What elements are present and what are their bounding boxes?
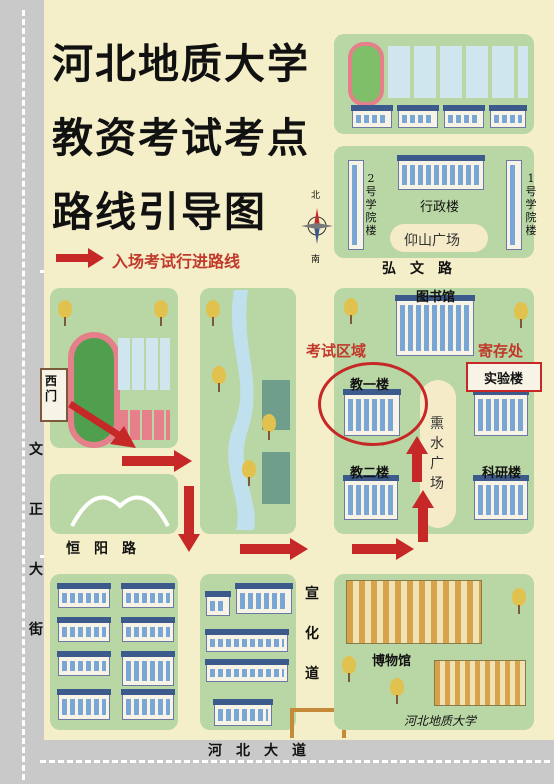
tree-icon xyxy=(206,300,220,326)
teach2-label: 教二楼 xyxy=(350,466,390,481)
arch-structure xyxy=(70,482,170,528)
admin-building xyxy=(397,155,485,190)
dorm-building xyxy=(205,629,289,652)
tree-icon xyxy=(262,414,276,440)
compass-south-label: 南 xyxy=(311,255,321,265)
lab-label-box xyxy=(466,362,542,392)
dorm-building xyxy=(121,689,175,720)
research-building xyxy=(473,475,529,520)
hebei-road-label: 河 北 大 道 xyxy=(208,743,306,759)
signature: 河北地质大学 xyxy=(404,714,477,728)
west-gate xyxy=(40,368,68,422)
legend-arrow-shaft xyxy=(56,254,90,262)
college1-label: 1号学院楼 xyxy=(525,172,537,237)
running-track-small xyxy=(348,42,384,106)
tree-icon xyxy=(58,300,72,326)
xuanhua-road-label: 宣化道 xyxy=(305,586,319,682)
tree-icon xyxy=(242,460,256,486)
tree-icon xyxy=(514,302,528,328)
dorm-building xyxy=(235,583,293,614)
compass-icon xyxy=(298,198,336,254)
compass-north-label: 北 xyxy=(311,191,321,201)
building-north-1 xyxy=(351,105,393,128)
dorm-building xyxy=(57,689,111,720)
dorm-building xyxy=(57,651,111,676)
building-north-3 xyxy=(443,105,485,128)
legend-label: 入场考试行进路线 xyxy=(112,252,241,271)
route-arrow-6-shaft xyxy=(418,506,428,542)
yangshan-label: 仰山广场 xyxy=(404,233,460,249)
west-gate-label: 西门 xyxy=(44,374,57,403)
museum-annex xyxy=(434,660,526,706)
pond-2 xyxy=(262,452,290,504)
title-line-1: 河北地质大学 xyxy=(52,40,310,88)
road-dashes-hebei xyxy=(40,760,550,763)
museum-label: 博物馆 xyxy=(372,654,412,669)
dorm-building xyxy=(205,659,289,682)
college1-building xyxy=(506,160,522,250)
research-label: 科研楼 xyxy=(482,466,522,481)
dorm-building xyxy=(121,583,175,608)
tree-icon xyxy=(154,300,168,326)
route-arrow-4-shaft xyxy=(240,544,292,554)
teach2-building xyxy=(343,475,399,520)
tree-icon xyxy=(344,298,358,324)
storage-label: 寄存处 xyxy=(478,342,524,360)
courts-north xyxy=(388,46,528,98)
route-arrow-7-head xyxy=(406,436,428,454)
xunshui-label: 熏水广场 xyxy=(430,416,444,492)
college2-label: 2号学院楼 xyxy=(365,172,377,237)
library-building xyxy=(395,295,475,356)
courts-west xyxy=(118,338,170,390)
dorm-building xyxy=(121,651,175,686)
admin-label: 行政楼 xyxy=(420,200,460,215)
college2-building xyxy=(348,160,364,250)
wenzheng-road-label: 文正大街 xyxy=(29,442,43,638)
route-arrow-3-head xyxy=(178,534,200,552)
route-arrow-2-shaft xyxy=(122,456,176,466)
library-label: 图书馆 xyxy=(416,290,456,305)
lab-label: 实验楼 xyxy=(484,372,524,387)
tree-icon xyxy=(342,656,356,682)
exam-area-label: 考试区域 xyxy=(306,342,367,360)
route-arrow-3-shaft xyxy=(184,486,194,536)
hengyang-road-label: 恒 阳 路 xyxy=(66,541,136,557)
building-north-4 xyxy=(489,105,527,128)
route-arrow-4-head xyxy=(290,538,308,560)
museum-building xyxy=(346,580,482,644)
tree-icon xyxy=(390,678,404,704)
dorm-building xyxy=(121,617,175,642)
river xyxy=(214,290,264,530)
dorm-building xyxy=(213,699,273,726)
legend-arrow-head xyxy=(88,248,104,268)
tree-icon xyxy=(212,366,226,392)
route-arrow-5-shaft xyxy=(352,544,398,554)
route-arrow-5-head xyxy=(396,538,414,560)
title-line-2: 教资考试考点 xyxy=(52,114,310,162)
hongwen-road-label: 弘 文 路 xyxy=(382,261,452,277)
road-dashes-west xyxy=(22,10,25,780)
dorm-building xyxy=(205,591,231,616)
route-arrow-6-head xyxy=(412,490,434,508)
building-north-2 xyxy=(397,105,439,128)
yangshan-plaza xyxy=(390,224,488,252)
dorm-building xyxy=(57,583,111,608)
exam-area-circle xyxy=(318,362,428,446)
route-arrow-7-shaft xyxy=(412,452,422,482)
route-arrow-1 xyxy=(66,400,146,452)
lab-building xyxy=(473,389,529,436)
route-arrow-2-head xyxy=(174,450,192,472)
title-line-3: 路线引导图 xyxy=(52,188,267,236)
dorm-building xyxy=(57,617,111,642)
tree-icon xyxy=(512,588,526,614)
